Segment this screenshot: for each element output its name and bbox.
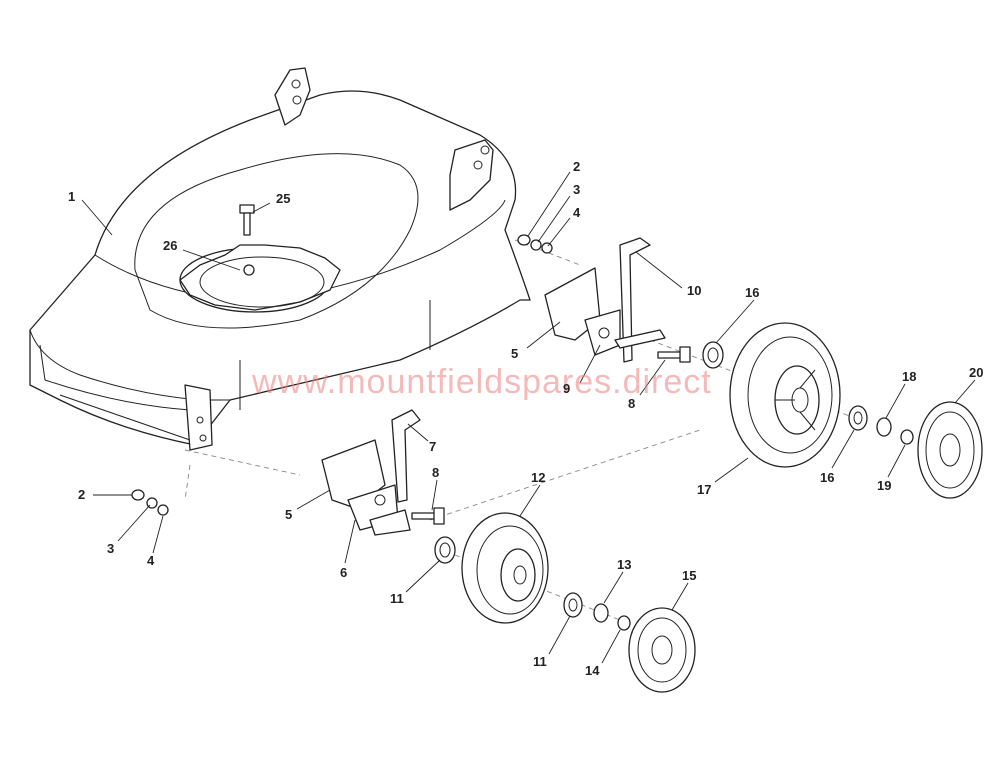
nut-14 xyxy=(617,615,631,631)
mower-deck xyxy=(29,67,531,451)
callout-14: 14 xyxy=(585,663,600,678)
hubcap-20 xyxy=(917,401,983,499)
gear-16-rear xyxy=(702,341,724,369)
callout-10: 10 xyxy=(687,283,701,298)
washer-13 xyxy=(593,603,609,623)
callout-16-bottom: 16 xyxy=(820,470,834,485)
callout-3-top: 3 xyxy=(573,182,580,197)
callout-6: 6 xyxy=(340,565,347,580)
callout-3-left: 3 xyxy=(107,541,114,556)
callout-labels: 1 25 26 2 3 4 10 16 5 9 8 18 20 17 16 19… xyxy=(68,159,983,678)
callout-11-left: 11 xyxy=(390,591,404,606)
gear-11-hub xyxy=(563,592,583,618)
leader-lines xyxy=(81,171,976,664)
callout-12: 12 xyxy=(531,470,545,485)
callout-5-left: 5 xyxy=(285,507,292,522)
callout-4-top: 4 xyxy=(573,205,581,220)
callout-15: 15 xyxy=(682,568,696,583)
hubcap-15 xyxy=(628,607,696,693)
callout-19: 19 xyxy=(877,478,891,493)
washer-18 xyxy=(876,417,892,437)
bolt-25 xyxy=(239,204,255,236)
callout-8-top: 8 xyxy=(628,396,635,411)
gear-11-front xyxy=(434,536,456,564)
watermark: www.mountfieldspares.direct xyxy=(251,363,712,401)
rear-wheel-17 xyxy=(729,322,841,468)
callout-16-top: 16 xyxy=(745,285,759,300)
callout-17: 17 xyxy=(697,482,711,497)
bolt-8-rear xyxy=(657,346,691,363)
callout-2-top: 2 xyxy=(573,159,580,174)
nut-washers-left xyxy=(131,489,169,516)
callout-26: 26 xyxy=(163,238,177,253)
callout-2-left: 2 xyxy=(78,487,85,502)
gear-16-hub xyxy=(848,405,868,431)
nut-washers-top xyxy=(517,234,553,254)
nut-19 xyxy=(900,429,914,445)
callout-20: 20 xyxy=(969,365,983,380)
callout-4-left: 4 xyxy=(147,553,155,568)
callout-5-top: 5 xyxy=(511,346,518,361)
height-adjuster-rear xyxy=(544,237,666,363)
callout-9: 9 xyxy=(563,381,570,396)
callout-18: 18 xyxy=(902,369,916,384)
callout-11-bottom: 11 xyxy=(533,654,547,669)
callout-8-front: 8 xyxy=(432,465,439,480)
callout-13: 13 xyxy=(617,557,631,572)
callout-25: 25 xyxy=(276,191,290,206)
callout-1: 1 xyxy=(68,189,75,204)
front-wheel-12 xyxy=(461,512,549,624)
height-adjuster-front xyxy=(321,409,421,536)
bolt-8-front xyxy=(411,507,445,525)
callout-7: 7 xyxy=(429,439,436,454)
